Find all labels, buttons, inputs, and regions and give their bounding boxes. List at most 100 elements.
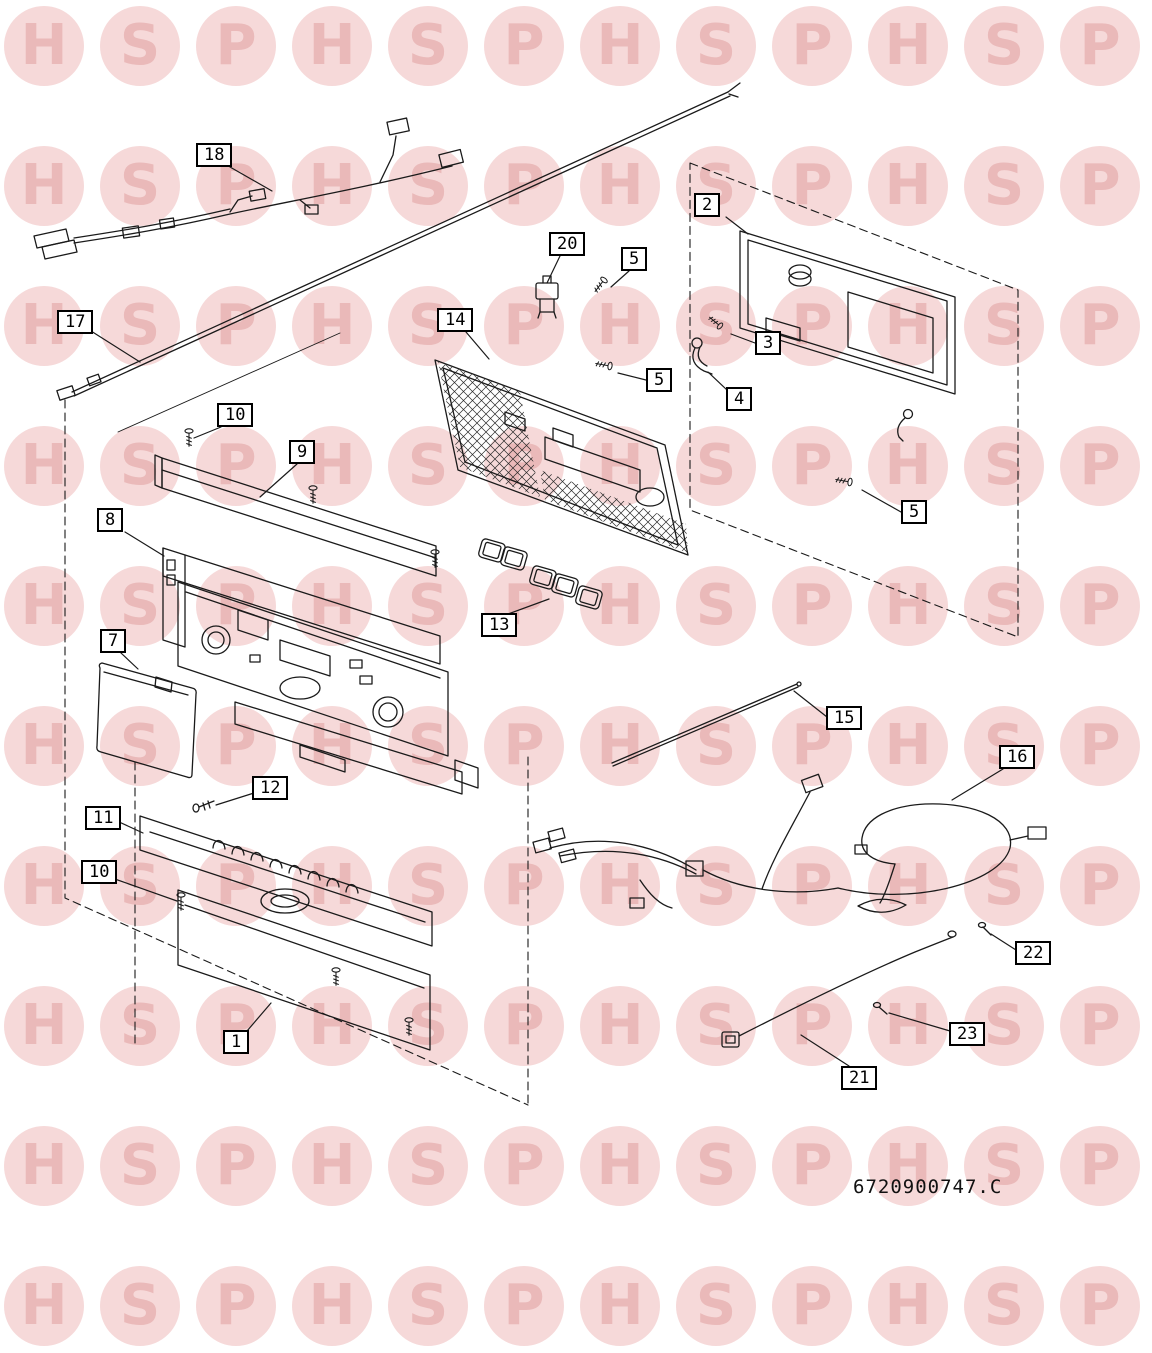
watermark-circle: P [484, 846, 564, 926]
document-number: 6720900747.C [853, 1176, 1003, 1198]
leader-line-18 [229, 166, 273, 192]
part-18-wiring-harness [33, 117, 465, 260]
watermark-circle: S [676, 986, 756, 1066]
leader-line-21 [800, 1034, 850, 1067]
watermark-circle: S [100, 6, 180, 86]
leader-line-1 [246, 1002, 272, 1032]
watermark-circle: P [1060, 846, 1140, 926]
watermark-circle: S [676, 846, 756, 926]
watermark-circle: S [964, 1266, 1044, 1346]
watermark-circle: H [868, 426, 948, 506]
watermark-circle: S [100, 986, 180, 1066]
watermark-circle: P [1060, 1126, 1140, 1206]
watermark-circle: H [868, 706, 948, 786]
watermark-circle: P [484, 706, 564, 786]
leader-line-9 [259, 463, 298, 498]
watermark-circle: H [292, 1266, 372, 1346]
watermark-circle: S [964, 566, 1044, 646]
watermark-circle: H [4, 1126, 84, 1206]
watermark-circle: H [868, 1126, 948, 1206]
leader-line-11 [116, 820, 144, 834]
watermark-circle: H [868, 566, 948, 646]
watermark-circle: H [580, 1126, 660, 1206]
watermark-circle: S [964, 146, 1044, 226]
watermark-circle: H [4, 1266, 84, 1346]
watermark-circle: H [4, 846, 84, 926]
clip-small-right [897, 408, 914, 442]
watermark-circle: S [388, 6, 468, 86]
leader-line-23 [888, 1012, 951, 1032]
callout-leader-lines [90, 166, 1017, 1067]
watermark-circle: H [4, 146, 84, 226]
part-16-wire-harness [532, 773, 1047, 913]
watermark-circle: H [4, 986, 84, 1066]
part-9-top-strip [154, 454, 440, 577]
leader-line-17 [90, 330, 141, 363]
watermark-circle: P [196, 286, 276, 366]
watermark-circle: H [580, 566, 660, 646]
watermark-circle: P [772, 146, 852, 226]
watermark-circle: P [196, 1126, 276, 1206]
watermark-circle: P [484, 1266, 564, 1346]
part-14-back-panel [434, 359, 689, 556]
watermark-circle: H [4, 706, 84, 786]
watermark-circle: S [100, 1266, 180, 1346]
leader-line-16 [951, 768, 1004, 801]
watermark-circle: S [676, 1126, 756, 1206]
watermark-circle: H [292, 986, 372, 1066]
part-22-screw [977, 921, 992, 936]
watermark-circle: P [772, 566, 852, 646]
watermark-circle: S [676, 426, 756, 506]
watermark-circle: P [772, 1126, 852, 1206]
leader-line-8 [124, 531, 165, 557]
watermark-circle: H [868, 986, 948, 1066]
watermark-circle: S [388, 1126, 468, 1206]
leader-line-10 [111, 877, 178, 902]
watermark-circle: P [1060, 986, 1140, 1066]
leader-line-14 [465, 331, 490, 360]
watermark-circle: H [4, 566, 84, 646]
watermark-circle: S [100, 146, 180, 226]
watermark-circle: P [196, 846, 276, 926]
watermark-circle: H [868, 146, 948, 226]
part-1-front-panel [177, 889, 431, 1051]
leader-line-5 [610, 270, 630, 288]
watermark-circle: H [580, 286, 660, 366]
watermark-circle: P [1060, 706, 1140, 786]
watermark-circle: S [676, 286, 756, 366]
watermark-circle: P [484, 1126, 564, 1206]
watermark-circle: P [772, 426, 852, 506]
watermark-circle: H [292, 286, 372, 366]
watermark-circle: P [1060, 1266, 1140, 1346]
part-21-cable [721, 930, 957, 1048]
watermark-circle: P [772, 846, 852, 926]
part-17-cable [56, 82, 741, 401]
part-2-rear-panel [739, 230, 956, 395]
watermark-circle: P [196, 1266, 276, 1346]
watermark-circle: H [292, 6, 372, 86]
part-8-control-unit [162, 547, 479, 795]
watermark-circle: P [1060, 566, 1140, 646]
watermark-circle: H [580, 6, 660, 86]
watermark-circle: S [964, 1126, 1044, 1206]
leader-line-10 [193, 426, 222, 439]
watermark-circle: P [196, 6, 276, 86]
watermark-circle: H [4, 6, 84, 86]
watermark-circle: S [100, 426, 180, 506]
watermark-circle: P [484, 986, 564, 1066]
part-7-door [96, 662, 197, 779]
leader-line-4 [707, 371, 728, 391]
watermark-circle: P [196, 706, 276, 786]
watermark-circle: P [484, 6, 564, 86]
leader-line-3 [730, 333, 756, 344]
watermark-circle: P [1060, 426, 1140, 506]
watermark-circle: S [100, 846, 180, 926]
watermark-circle: S [964, 286, 1044, 366]
watermark-circle: H [580, 146, 660, 226]
watermark-circle: S [100, 706, 180, 786]
construction-dashed-lines [64, 162, 1019, 1109]
watermark-circle: H [868, 1266, 948, 1346]
watermark-circle: P [1060, 6, 1140, 86]
watermark-circle: H [4, 426, 84, 506]
